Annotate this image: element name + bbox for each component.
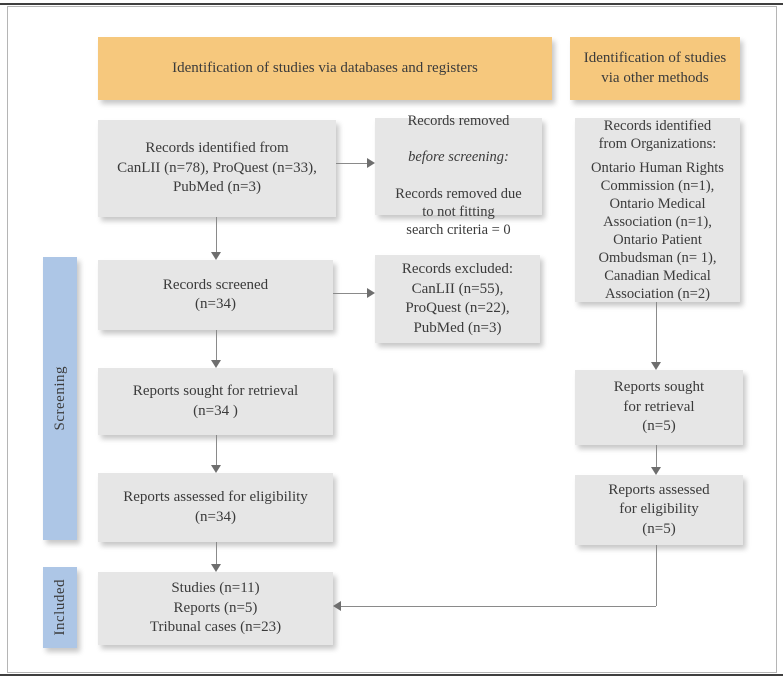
arrow-identified-to-removed-head bbox=[367, 158, 375, 168]
stage-included-label: Included bbox=[51, 579, 68, 636]
arrow-sought-to-assessed-line bbox=[216, 435, 217, 466]
records-removed-line1: Records removed bbox=[407, 112, 510, 129]
arrow-sought-to-assessed-other-line bbox=[656, 445, 657, 468]
records-excluded-text: Records excluded: CanLII (n=55), ProQues… bbox=[401, 261, 514, 336]
box-reports-sought-other: Reports sought for retrieval (n=5) bbox=[575, 370, 743, 445]
box-records-screened: Records screened (n=34) bbox=[98, 260, 333, 330]
box-reports-assessed-other: Reports assessed for eligibility (n=5) bbox=[575, 475, 743, 545]
arrow-identified-to-screened-line bbox=[216, 217, 217, 253]
reports-assessed-other-text: Reports assessed for eligibility (n=5) bbox=[608, 481, 710, 537]
box-records-excluded: Records excluded: CanLII (n=55), ProQues… bbox=[375, 255, 540, 343]
connector-other-to-included-hline bbox=[341, 606, 656, 607]
arrow-assessed-to-included-head bbox=[211, 564, 221, 572]
header-other-label: Identification of studies via other meth… bbox=[583, 50, 727, 86]
connector-other-to-included-head bbox=[333, 601, 341, 611]
arrow-screened-to-sought-line bbox=[216, 330, 217, 361]
records-removed-text: Records removed before screening: Record… bbox=[395, 93, 521, 239]
reports-assessed-databases-text: Reports assessed for eligibility (n=34) bbox=[123, 489, 308, 525]
arrow-screened-to-excluded-head bbox=[367, 288, 375, 298]
arrow-identified-to-removed-line bbox=[336, 163, 367, 164]
header-databases-registers: Identification of studies via databases … bbox=[98, 37, 552, 100]
stage-screening: Screening bbox=[43, 257, 77, 540]
stage-included: Included bbox=[43, 567, 77, 648]
box-records-organizations: Records identified from Organizations: O… bbox=[575, 118, 740, 302]
connector-other-to-included-vline bbox=[656, 545, 657, 606]
records-removed-line2: before screening: bbox=[408, 149, 509, 166]
box-records-removed: Records removed before screening: Record… bbox=[375, 113, 542, 238]
box-records-identified: Records identified from CanLII (n=78), P… bbox=[98, 120, 336, 217]
records-identified-text: Records identified from CanLII (n=78), P… bbox=[117, 140, 317, 196]
records-removed-rest: Records removed due to not fitting searc… bbox=[395, 185, 522, 239]
records-organizations-text: Records identified from Organizations: O… bbox=[591, 117, 724, 304]
stage-screening-label: Screening bbox=[51, 366, 68, 431]
box-studies-included: Studies (n=11) Reports (n=5) Tribunal ca… bbox=[98, 572, 333, 645]
arrow-screened-to-excluded-line bbox=[333, 293, 367, 294]
header-other-methods: Identification of studies via other meth… bbox=[570, 37, 740, 100]
arrow-sought-to-assessed-head bbox=[211, 465, 221, 473]
top-rule bbox=[0, 3, 783, 5]
figure-border bbox=[7, 6, 777, 673]
reports-sought-other-text: Reports sought for retrieval (n=5) bbox=[613, 379, 705, 435]
reports-sought-databases-text: Reports sought for retrieval (n=34 ) bbox=[132, 383, 299, 419]
arrow-orgs-to-sought-head bbox=[651, 362, 661, 370]
arrow-orgs-to-sought-line bbox=[656, 302, 657, 363]
header-databases-label: Identification of studies via databases … bbox=[172, 59, 478, 76]
box-reports-sought-databases: Reports sought for retrieval (n=34 ) bbox=[98, 368, 333, 435]
arrow-sought-to-assessed-other-head bbox=[651, 467, 661, 475]
studies-included-text: Studies (n=11) Reports (n=5) Tribunal ca… bbox=[149, 580, 282, 636]
bottom-rule bbox=[0, 674, 783, 676]
arrow-assessed-to-included-line bbox=[216, 542, 217, 565]
organizations-list: Ontario Human Rights Commission (n=1), O… bbox=[591, 159, 724, 303]
arrow-screened-to-sought-head bbox=[211, 360, 221, 368]
organizations-title: Records identified from Organizations: bbox=[598, 117, 717, 152]
box-reports-assessed-databases: Reports assessed for eligibility (n=34) bbox=[98, 473, 333, 542]
arrow-identified-to-screened-head bbox=[211, 252, 221, 260]
records-screened-text: Records screened (n=34) bbox=[162, 276, 269, 313]
